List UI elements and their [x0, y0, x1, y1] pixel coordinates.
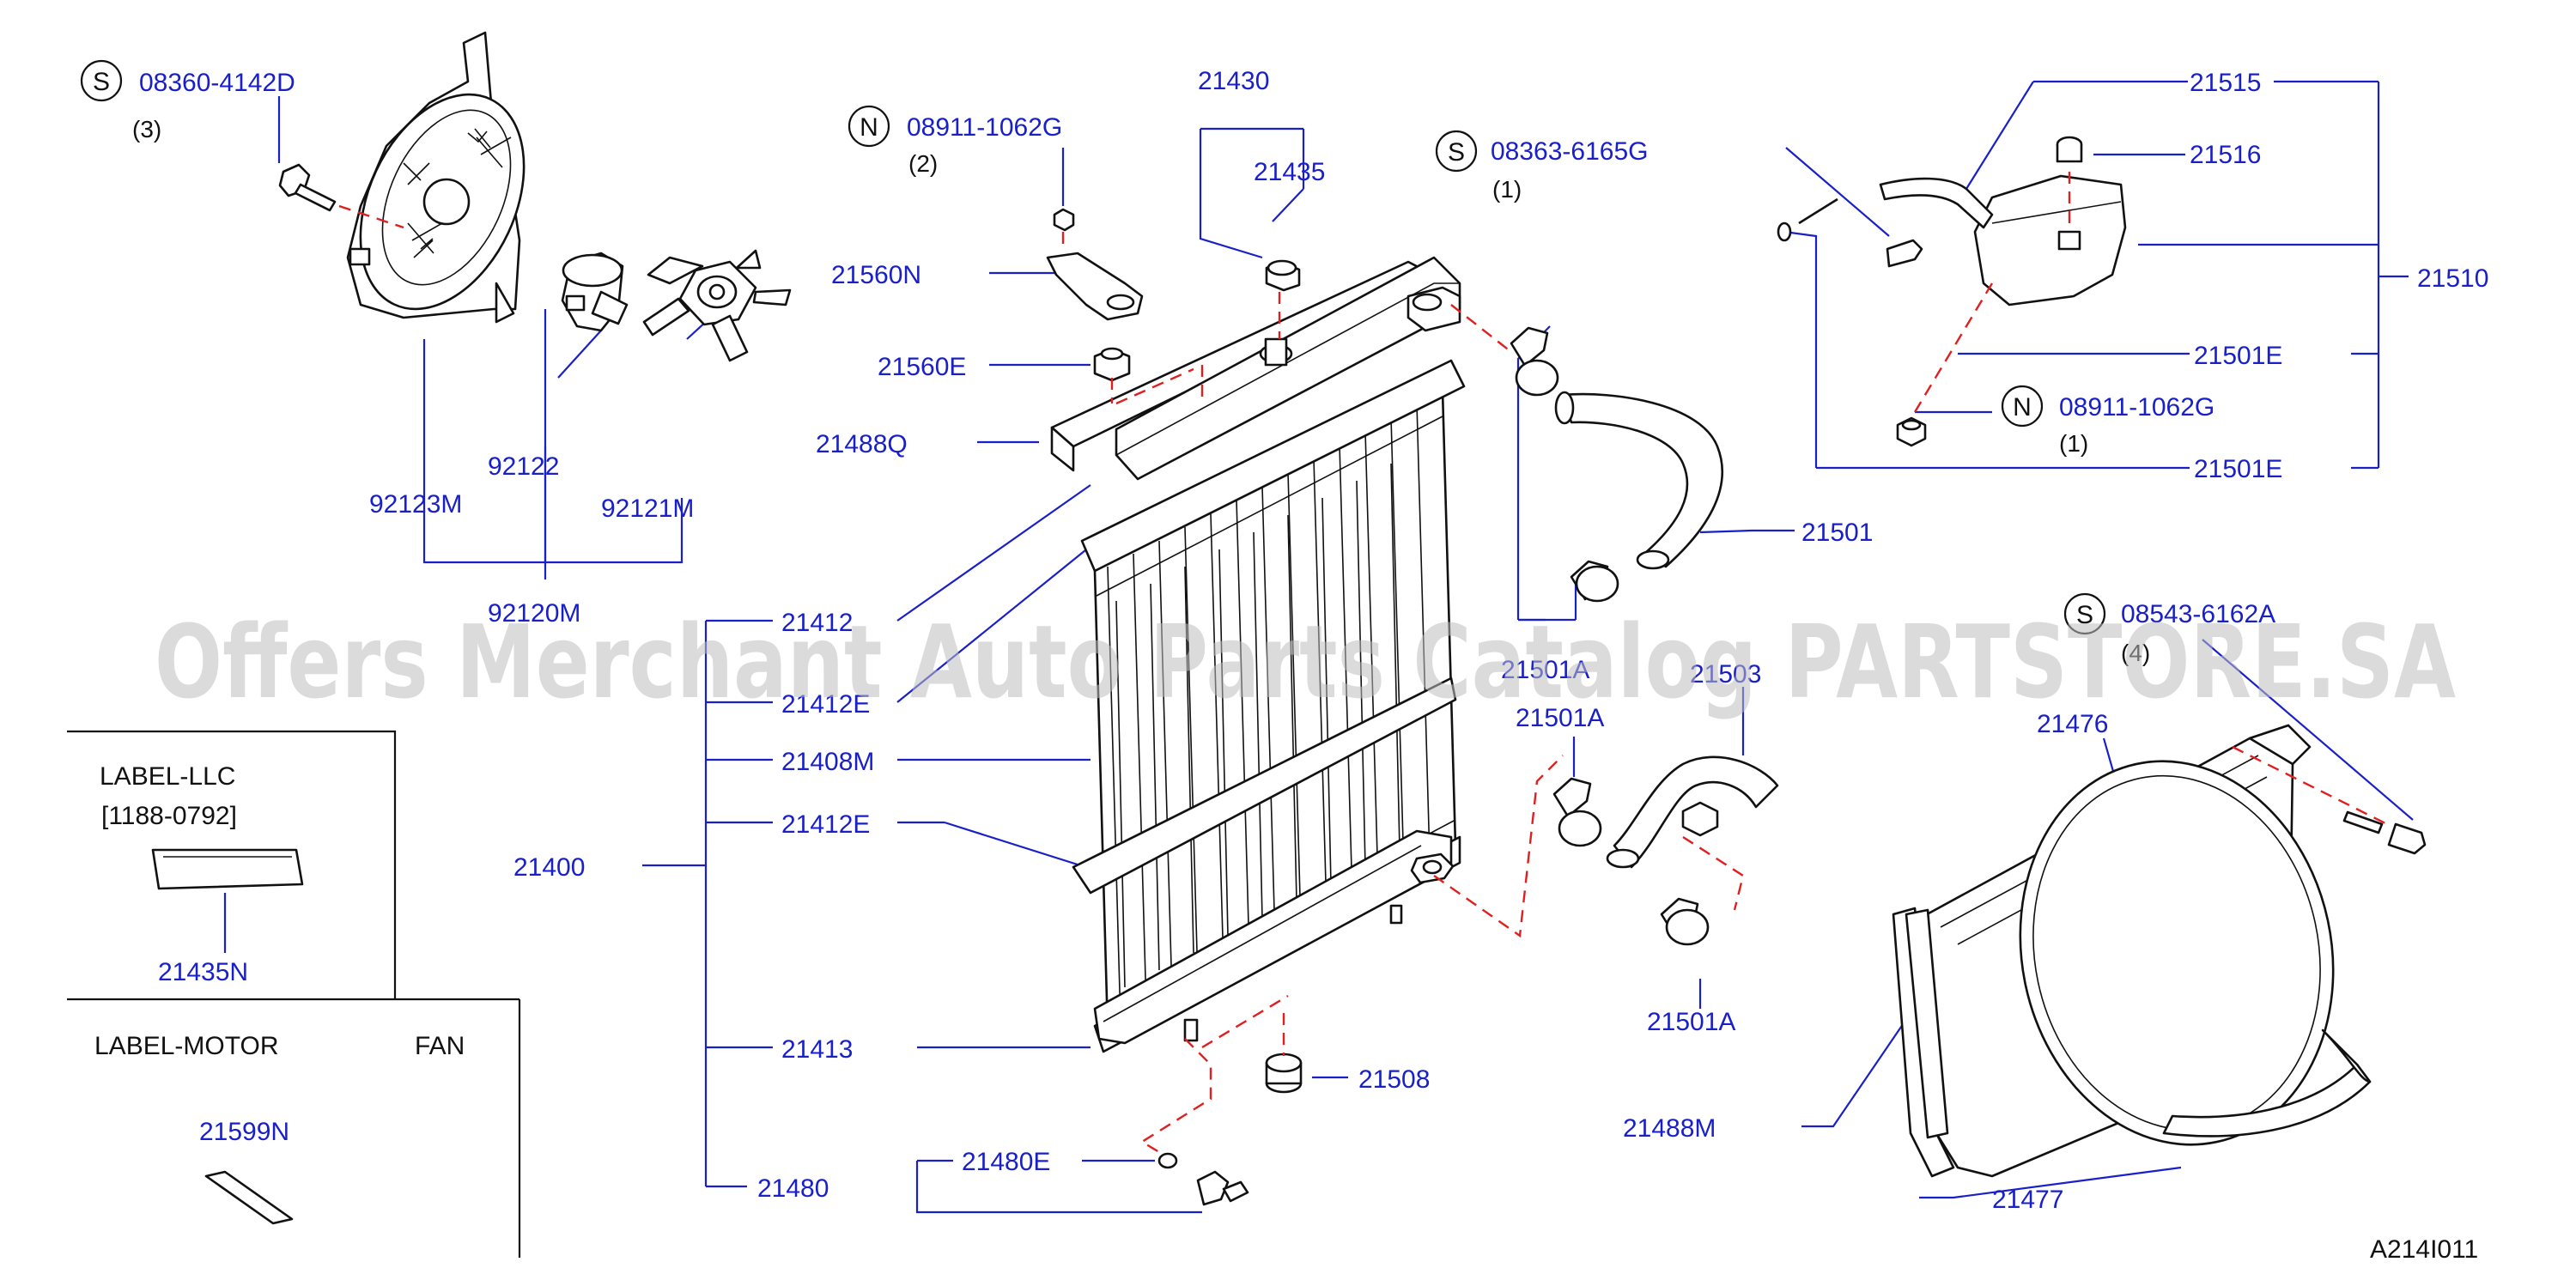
part-label-21435n[interactable]: 21435N [158, 958, 248, 986]
lower-hose-drawing [1552, 755, 1779, 946]
part-label-21510[interactable]: 21510 [2417, 264, 2488, 293]
bolt-callout-1: S 08360-4142D (3) [93, 68, 295, 143]
bolt-drawing-1 [278, 163, 337, 212]
part-label-21488q[interactable]: 21488Q [816, 430, 908, 458]
symbol-circles [80, 59, 2106, 635]
part-label-21413[interactable]: 21413 [781, 1035, 853, 1064]
bolt-symbol-2: N [860, 113, 878, 142]
bolt-part-3[interactable]: 08363-6165G [1491, 137, 1649, 166]
upper-hose-drawing [1510, 326, 1724, 603]
bolt-qty-5: (4) [2121, 640, 2150, 666]
part-label-21560n[interactable]: 21560N [831, 261, 921, 289]
legend-motor-title: LABEL-MOTOR [94, 1032, 279, 1060]
part-label-21435[interactable]: 21435 [1254, 158, 1325, 186]
bolt-callout-2: N 08911-1062G (2) [860, 113, 1062, 177]
part-label-21599n[interactable]: 21599N [199, 1118, 289, 1146]
bolt-callout-4: N 08911-1062G (1) [2013, 393, 2215, 457]
part-label-21488m[interactable]: 21488M [1623, 1114, 1716, 1143]
bolt-symbol-1: S [93, 68, 110, 96]
fan-motor-drawing [561, 252, 629, 332]
part-label-21501a-top[interactable]: 21501A [1501, 656, 1589, 684]
bolt-part-4[interactable]: 08911-1062G [2059, 393, 2215, 422]
watermark-text: Offers Merchant Auto Parts Catalog PARTS… [155, 603, 2456, 721]
part-label-21430[interactable]: 21430 [1198, 67, 1269, 95]
part-label-21501a-mid[interactable]: 21501A [1516, 704, 1604, 732]
part-label-21480[interactable]: 21480 [757, 1174, 829, 1203]
legend-boxes [67, 730, 521, 1258]
part-label-21412e-lower[interactable]: 21412E [781, 810, 870, 839]
bolt-part-1[interactable]: 08360-4142D [139, 69, 295, 97]
drain-cock-drawing [1157, 1152, 1249, 1206]
fan-blade-drawing [642, 249, 792, 362]
bolt-callout-3: S 08363-6165G (1) [1448, 137, 1649, 203]
bolt-symbol-5: S [2076, 601, 2093, 629]
bolt-part-5[interactable]: 08543-6162A [2121, 600, 2275, 628]
part-label-21400[interactable]: 21400 [513, 853, 585, 882]
bolt-part-2[interactable]: 08911-1062G [907, 113, 1062, 142]
part-label-21501e-lower[interactable]: 21501E [2194, 455, 2282, 483]
llc-label-drawing [151, 848, 304, 890]
part-label-21508[interactable]: 21508 [1358, 1065, 1430, 1094]
legend-motor-title-fan: FAN [415, 1032, 465, 1060]
legend-llc-title: LABEL-LLC [100, 762, 235, 791]
bolt-qty-1: (3) [132, 116, 161, 143]
part-label-21560e[interactable]: 21560E [878, 353, 966, 381]
part-label-21516[interactable]: 21516 [2190, 141, 2261, 169]
bolt-qty-2: (2) [908, 150, 938, 177]
bolt-callout-5: S 08543-6162A (4) [2076, 600, 2275, 666]
part-label-21503[interactable]: 21503 [1690, 660, 1761, 689]
legend-text: LABEL-LLC [1188-0792] 21435N LABEL-MOTOR… [94, 762, 465, 1146]
part-label-21480e[interactable]: 21480E [962, 1148, 1050, 1176]
part-label-92123m[interactable]: 92123M [369, 490, 462, 519]
part-label-21501a-bottom[interactable]: 21501A [1647, 1008, 1735, 1036]
lower-mount-drawing [1265, 1053, 1303, 1094]
part-label-21501e-upper[interactable]: 21501E [2194, 342, 2282, 370]
bolt-qty-4: (1) [2059, 430, 2088, 457]
part-label-21477[interactable]: 21477 [1992, 1186, 2063, 1214]
part-label-21501[interactable]: 21501 [1801, 519, 1873, 547]
bolt-symbol-4: N [2013, 393, 2032, 422]
fan-shroud-drawing [346, 31, 526, 324]
lower-shroud-drawing [1892, 724, 2427, 1178]
part-label-92120m[interactable]: 92120M [488, 599, 580, 628]
part-labels: 21430 21435 21560N 21560E 21488Q 92122 9… [369, 67, 2488, 1214]
part-label-21412[interactable]: 21412 [781, 609, 853, 637]
part-label-21476[interactable]: 21476 [2037, 710, 2108, 738]
upper-tank-drawing [1115, 256, 1461, 481]
part-label-92122[interactable]: 92122 [488, 452, 559, 481]
bolt-qty-3: (1) [1492, 176, 1522, 203]
motor-label-drawing [204, 1170, 294, 1225]
part-label-21408m[interactable]: 21408M [781, 748, 874, 776]
legend-llc-code: [1188-0792] [101, 802, 237, 830]
lower-tank-drawing [1093, 829, 1455, 1045]
part-label-92121m[interactable]: 92121M [601, 494, 694, 523]
part-label-21412e-upper[interactable]: 21412E [781, 690, 870, 719]
upper-bracket-drawing [1046, 208, 1144, 382]
part-label-21515[interactable]: 21515 [2190, 69, 2261, 97]
bolt-symbol-3: S [1448, 138, 1465, 167]
part-drawings [278, 31, 2427, 1206]
reservoir-tank-drawing [1777, 136, 2127, 447]
figure-code: A214I011 [2370, 1235, 2478, 1264]
